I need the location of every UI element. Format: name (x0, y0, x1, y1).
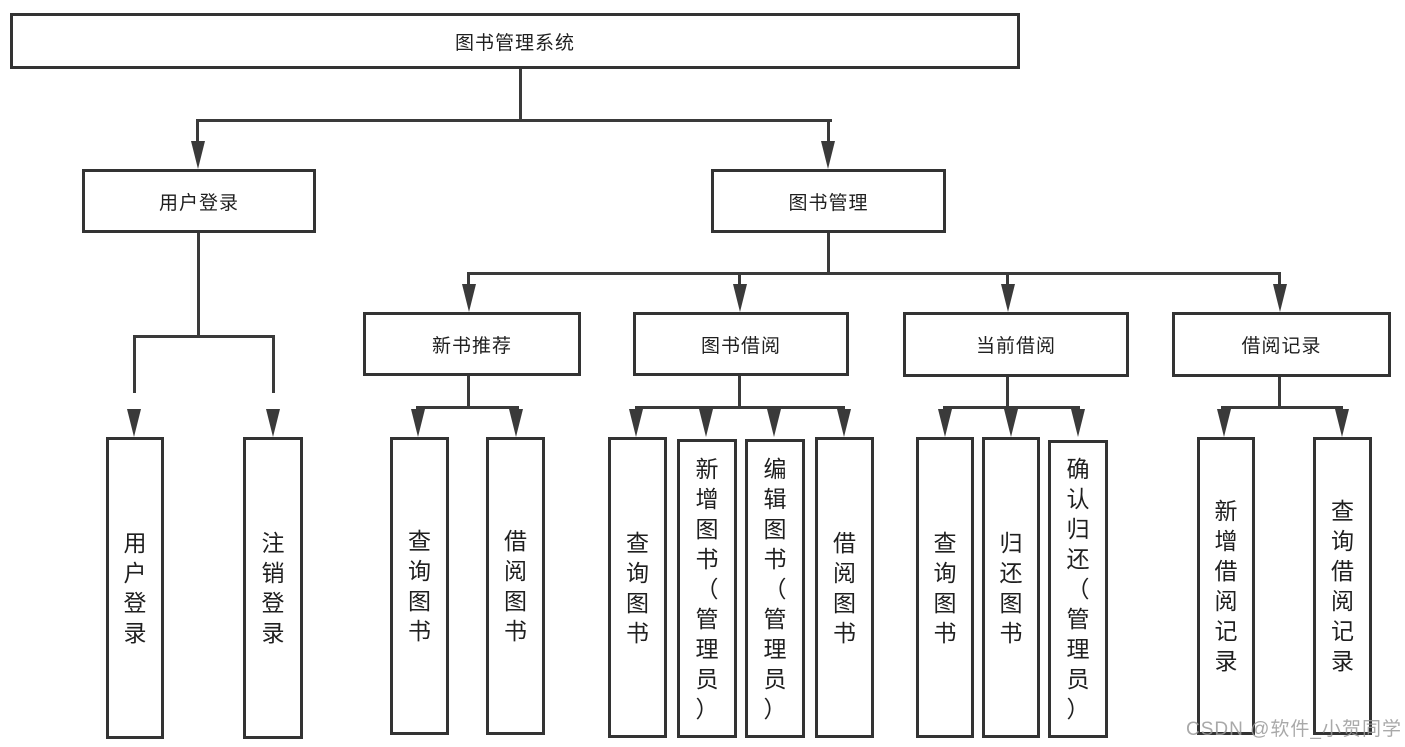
connector-borrow-records-branch (1221, 406, 1343, 409)
connector-new-books-shaft (467, 272, 470, 288)
arrowhead-down-icon (733, 284, 747, 312)
leaf-bookborrow-query: 查询图书 (608, 437, 667, 738)
node-new-books-label: 新书推荐 (431, 335, 512, 357)
arrowhead-down-icon (938, 409, 952, 437)
node-book-borrow: 图书借阅 (633, 312, 849, 376)
connector-root-branch (196, 119, 832, 122)
connector-current-borrow-branch (943, 406, 1080, 409)
arrowhead-down-icon (1004, 409, 1018, 437)
connector-login-leaf-shaft (133, 335, 136, 393)
leaf-records-add: 新增借阅记录 (1197, 437, 1255, 735)
leaf-currentborrow-query-label: 查询图书 (933, 529, 957, 646)
connector-current-borrow-stem (1006, 377, 1009, 409)
leaf-currentborrow-confirm-label: 确认归还（管理员） (1066, 456, 1090, 722)
leaf-bookborrow-borrow: 借阅图书 (815, 437, 874, 738)
arrowhead-down-icon (191, 141, 205, 169)
arrowhead-down-icon (1217, 409, 1231, 437)
connector-user-login-branch (133, 335, 275, 338)
leaf-bookborrow-borrow-label: 借阅图书 (833, 529, 856, 646)
leaf-currentborrow-confirm: 确认归还（管理员） (1048, 440, 1108, 738)
connector-book-mgmt-branch (467, 272, 1281, 275)
node-user-login-label: 用户登录 (158, 192, 239, 214)
leaf-newbooks-query: 查询图书 (390, 437, 449, 735)
node-book-mgmt: 图书管理 (711, 169, 946, 233)
arrowhead-down-icon (1273, 284, 1287, 312)
leaf-newbooks-borrow: 借阅图书 (486, 437, 545, 735)
csdn-watermark: CSDN @软件_小贺同学 (1186, 719, 1402, 740)
connector-borrow-records-shaft (1278, 272, 1281, 288)
node-borrow-records: 借阅记录 (1172, 312, 1391, 377)
connector-new-books-branch (416, 406, 519, 409)
node-borrow-records-label: 借阅记录 (1241, 336, 1322, 357)
connector-book-borrow-stem (738, 376, 741, 409)
arrowhead-down-icon (266, 409, 280, 437)
leaf-records-query: 查询借阅记录 (1313, 437, 1372, 735)
arrowhead-down-icon (699, 409, 713, 437)
node-root: 图书管理系统 (10, 13, 1020, 69)
arrowhead-down-icon (1335, 409, 1349, 437)
node-user-login: 用户登录 (82, 169, 316, 233)
leaf-currentborrow-return: 归还图书 (982, 437, 1040, 738)
node-current-borrow-label: 当前借阅 (975, 336, 1056, 357)
leaf-bookborrow-add: 新增图书（管理员） (677, 439, 737, 738)
node-current-borrow: 当前借阅 (903, 312, 1129, 377)
connector-root-stem (519, 69, 522, 122)
connector-user-login-stem (197, 233, 200, 338)
leaf-bookborrow-add-label: 新增图书（管理员） (695, 455, 719, 722)
arrowhead-down-icon (462, 284, 476, 312)
connector-logout-leaf-shaft (272, 335, 275, 393)
leaf-logout: 注销登录 (243, 437, 303, 739)
node-root-label: 图书管理系统 (454, 32, 575, 54)
arrowhead-down-icon (821, 141, 835, 169)
connector-book-borrow-shaft (738, 272, 741, 288)
arrowhead-down-icon (127, 409, 141, 437)
leaf-user-login-label: 用户登录 (123, 530, 147, 646)
connector-current-borrow-shaft (1006, 272, 1009, 288)
connector-borrow-records-stem (1278, 377, 1281, 409)
leaf-user-login: 用户登录 (106, 437, 164, 739)
arrowhead-down-icon (629, 409, 643, 437)
leaf-currentborrow-query: 查询图书 (916, 437, 974, 738)
connector-new-books-stem (467, 376, 470, 409)
arrowhead-down-icon (767, 409, 781, 437)
connector-book-mgmt-stem (827, 233, 830, 275)
leaf-bookborrow-edit: 编辑图书（管理员） (745, 439, 805, 738)
leaf-records-query-label: 查询借阅记录 (1331, 498, 1354, 674)
connector-book-mgmt-shaft (827, 119, 830, 151)
node-new-books: 新书推荐 (363, 312, 581, 376)
node-book-borrow-label: 图书借阅 (700, 335, 781, 357)
arrowhead-down-icon (1071, 409, 1085, 437)
connector-user-login-shaft (196, 119, 199, 151)
arrowhead-down-icon (837, 409, 851, 437)
leaf-newbooks-borrow-label: 借阅图书 (504, 528, 527, 644)
connector-book-borrow-branch (635, 406, 845, 409)
leaf-bookborrow-edit-label: 编辑图书（管理员） (763, 455, 787, 722)
arrowhead-down-icon (411, 409, 425, 437)
arrowhead-down-icon (1001, 284, 1015, 312)
leaf-logout-label: 注销登录 (261, 530, 285, 646)
leaf-currentborrow-return-label: 归还图书 (999, 529, 1023, 646)
leaf-bookborrow-query-label: 查询图书 (626, 529, 649, 646)
leaf-newbooks-query-label: 查询图书 (408, 528, 431, 644)
node-book-mgmt-label: 图书管理 (788, 192, 869, 214)
arrowhead-down-icon (509, 409, 523, 437)
leaf-records-add-label: 新增借阅记录 (1214, 498, 1238, 674)
